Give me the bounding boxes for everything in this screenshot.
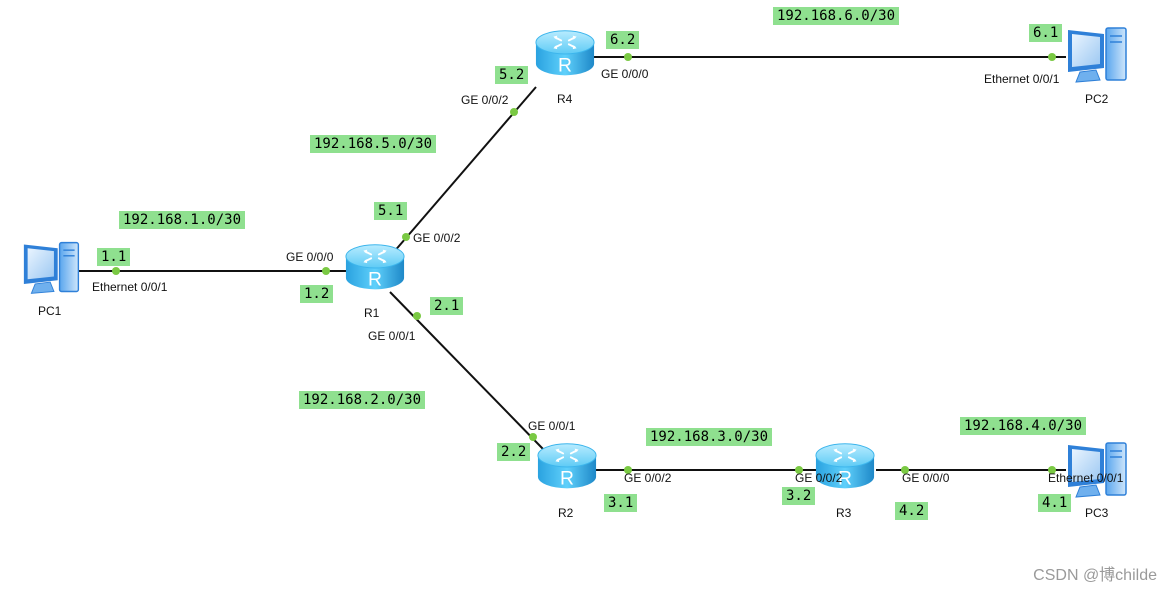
port-dot-r2-ge002 [624, 466, 632, 474]
port-dot-r4-ge002 [510, 108, 518, 116]
ip-label-r1-ge000: 1.2 [300, 285, 334, 303]
port-label-pc1: Ethernet 0/0/1 [92, 280, 168, 294]
port-label-r4-ge000: GE 0/0/0 [601, 67, 649, 81]
ip-label-r3-ge002: 3.2 [782, 487, 816, 505]
ip-label-r4-ge000: 6.2 [606, 31, 640, 49]
ip-label-r3-ge000: 4.2 [895, 502, 929, 520]
r4-router-icon[interactable] [534, 29, 596, 78]
subnet-label-net4: 192.168.4.0/30 [960, 417, 1087, 435]
port-label-pc2: Ethernet 0/0/1 [984, 72, 1060, 86]
device-name-r4: R4 [557, 92, 573, 106]
device-name-pc3: PC3 [1085, 506, 1109, 520]
device-name-r1: R1 [364, 306, 380, 320]
link-r1-r2 [389, 291, 544, 450]
device-name-r3: R3 [836, 506, 852, 520]
r2-router-icon[interactable] [536, 442, 598, 491]
port-label-r1-ge000: GE 0/0/0 [286, 250, 334, 264]
ip-label-pc2: 6.1 [1029, 24, 1063, 42]
ip-label-r1-ge002: 5.1 [374, 202, 408, 220]
ip-label-r2-ge002: 3.1 [604, 494, 638, 512]
subnet-label-net1: 192.168.1.0/30 [119, 211, 246, 229]
subnet-label-net3: 192.168.3.0/30 [646, 428, 773, 446]
device-name-pc1: PC1 [38, 304, 62, 318]
port-dot-r2-ge001 [529, 433, 537, 441]
port-label-r4-ge002: GE 0/0/2 [461, 93, 509, 107]
port-label-r3-ge002: GE 0/0/2 [795, 471, 843, 485]
port-dot-r3-ge000 [901, 466, 909, 474]
device-name-pc2: PC2 [1085, 92, 1109, 106]
pc3-icon[interactable] [1067, 442, 1127, 498]
subnet-label-net5: 192.168.5.0/30 [310, 135, 437, 153]
port-label-r1-ge001: GE 0/0/1 [368, 329, 416, 343]
port-dot-r3-ge002 [795, 466, 803, 474]
port-dot-r1-ge002 [402, 233, 410, 241]
port-dot-pc3 [1048, 466, 1056, 474]
port-label-pc3: Ethernet 0/0/1 [1048, 471, 1124, 485]
subnet-label-net2: 192.168.2.0/30 [299, 391, 426, 409]
ip-label-r2-ge001: 2.2 [497, 443, 531, 461]
port-dots [112, 53, 1056, 474]
port-dot-pc2 [1048, 53, 1056, 61]
ip-label-r1-ge001: 2.1 [430, 297, 464, 315]
port-dot-r1-ge001 [413, 312, 421, 320]
subnet-label-net6: 192.168.6.0/30 [773, 7, 900, 25]
port-dot-pc1 [112, 267, 120, 275]
watermark: CSDN @博childe [1033, 567, 1157, 584]
device-name-r2: R2 [558, 506, 574, 520]
ip-label-pc3: 4.1 [1038, 494, 1072, 512]
pc2-icon[interactable] [1067, 27, 1127, 83]
links [72, 56, 1066, 471]
r1-router-icon[interactable] [344, 243, 406, 292]
port-dot-r4-ge000 [624, 53, 632, 61]
port-label-r2-ge001: GE 0/0/1 [528, 419, 576, 433]
port-label-r2-ge002: GE 0/0/2 [624, 471, 672, 485]
port-dot-r1-ge000 [322, 267, 330, 275]
ip-label-r4-ge002: 5.2 [495, 66, 529, 84]
port-label-r1-ge002: GE 0/0/2 [413, 231, 461, 245]
port-label-r3-ge000: GE 0/0/0 [902, 471, 950, 485]
pc1-icon[interactable] [23, 241, 80, 295]
ip-label-pc1: 1.1 [97, 248, 131, 266]
